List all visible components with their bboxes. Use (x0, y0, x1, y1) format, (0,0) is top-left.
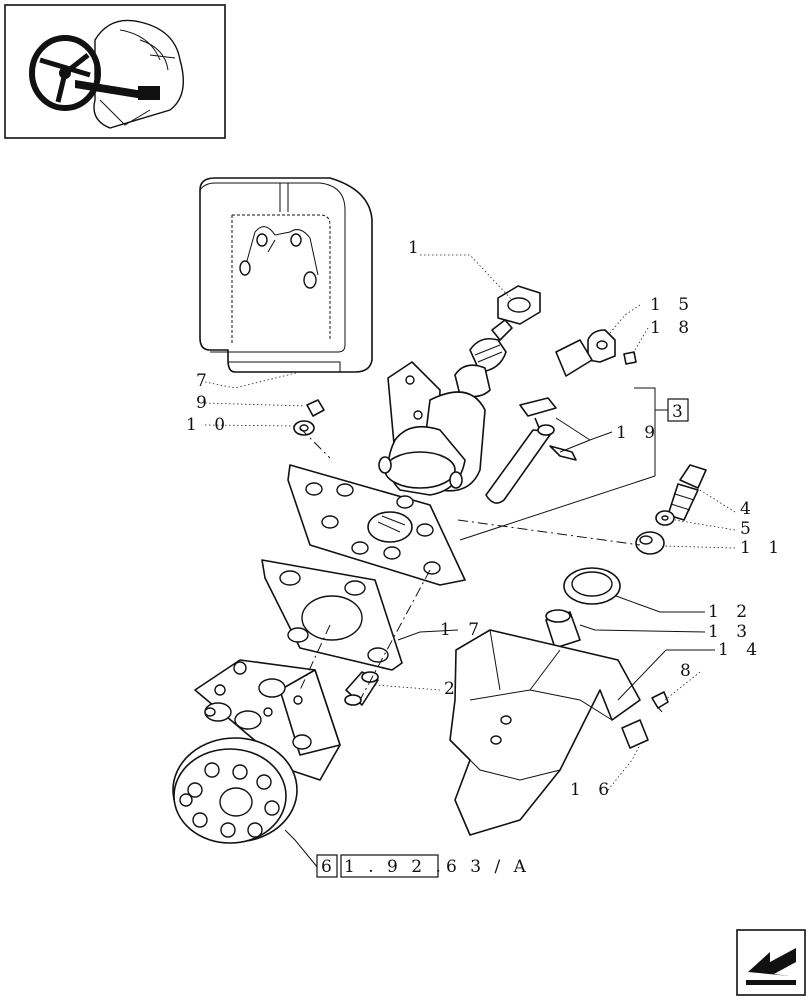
part-1-nut (497, 285, 541, 325)
part-14-support (449, 629, 641, 836)
part-4-bolt (667, 464, 707, 521)
previous-page-arrow-icon[interactable] (736, 929, 806, 996)
part-18-screw (623, 351, 637, 365)
part-12-seal (563, 567, 621, 605)
callout-17: 1 7 (440, 620, 485, 640)
callout-9: 9 (196, 393, 213, 413)
callout-5: 5 (740, 519, 757, 539)
callout-8: 8 (680, 661, 697, 681)
callout-19: 1 9 (616, 423, 661, 443)
part-10-washer (293, 420, 315, 436)
part-17-gasket (261, 559, 403, 671)
part-9-nut (306, 399, 325, 417)
callout-15: 1 5 (650, 295, 695, 315)
reference-group: 1 . 9 2 . (344, 857, 445, 877)
part-2-pin (344, 671, 379, 706)
reference-section: 6 (321, 857, 336, 877)
tractor-steering-wheel-icon (29, 19, 184, 129)
part-8-screw (651, 691, 669, 713)
steering-column-assembly (287, 319, 513, 586)
part-5-washer (655, 510, 675, 526)
reference-suffix: 6 3 / A (446, 857, 530, 877)
callout-2: 2 (444, 679, 461, 699)
callout-18: 1 8 (650, 318, 695, 338)
group-callout-box (667, 398, 689, 422)
callout-12: 1 2 (708, 602, 753, 622)
part-15-bracket (555, 329, 616, 377)
reference-box-section (316, 854, 338, 878)
location-thumbnail (4, 4, 226, 139)
reference-link[interactable]: 6 1 . 9 2 . 6 3 / A (316, 854, 530, 878)
steering-unit (172, 659, 341, 844)
callout-11: 1 1 (740, 538, 785, 558)
part-13-bushing (545, 609, 581, 649)
callout-1: 1 (408, 238, 425, 258)
callout-13: 1 3 (708, 622, 753, 642)
part-7-cover (199, 177, 373, 373)
part-16-pad (621, 719, 649, 749)
callout-14: 1 4 (718, 640, 763, 660)
callout-4: 4 (740, 499, 757, 519)
callout-16: 1 6 (570, 780, 615, 800)
part-19-lever (485, 397, 577, 504)
reference-box-group (340, 854, 439, 878)
group-callout-3: 3 (672, 402, 689, 422)
callout-10: 1 0 (186, 415, 231, 435)
callout-7: 7 (196, 371, 213, 391)
part-11-bushing (635, 531, 665, 555)
